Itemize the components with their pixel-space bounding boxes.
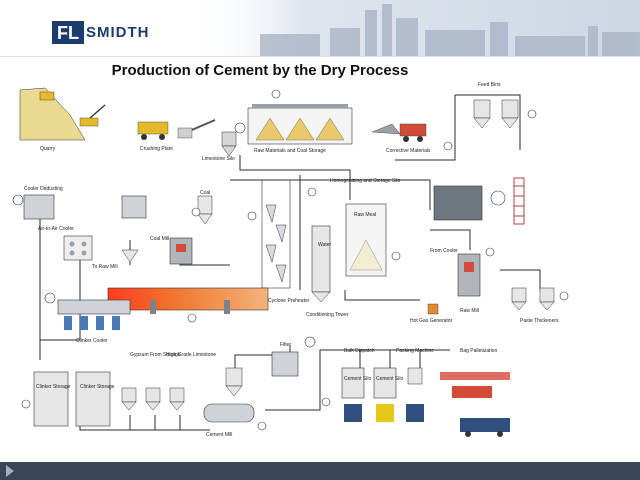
corrective-materials-truck <box>371 123 453 151</box>
label-bulk-dispatch: Bulk Dispatch <box>344 348 375 354</box>
footer-arrow-icon <box>6 465 14 477</box>
cooler-dedusting <box>12 194 55 220</box>
label-air-to-air-cooler: Air-to-Air Cooler <box>38 226 74 232</box>
header-divider <box>0 56 640 57</box>
feed-bins <box>473 99 537 129</box>
diagram-labels: Quarry Crushing Plant Limestone Silo Raw… <box>24 82 559 438</box>
flow-line <box>430 229 471 250</box>
label-clinker-storage-2: Clinker Storage <box>80 384 115 390</box>
label-paste-thickeners: Paste Thickeners <box>520 318 559 324</box>
label-water: Water <box>318 242 331 248</box>
air-to-air-cooler <box>63 235 93 261</box>
label-raw-mill: Raw Mill <box>460 308 479 314</box>
flow-line <box>265 349 450 411</box>
flow-line <box>40 260 81 341</box>
clinker-storage <box>21 371 111 427</box>
conditioning-tower <box>307 187 331 303</box>
label-limestone-silo: Limestone Silo <box>202 156 235 162</box>
label-coal: Coal <box>200 190 210 196</box>
label-gypsum: Gypsum From Storage <box>130 352 181 358</box>
label-crushing-plant: Crushing Plant <box>140 146 173 152</box>
label-from-cooler: From Cooler <box>430 248 458 254</box>
label-quarry: Quarry <box>40 146 56 152</box>
label-high-grade-limestone: High Grade Limestone <box>166 352 216 358</box>
label-homogenizing-silo: Homogenizing and Storage Silo <box>330 178 401 184</box>
footer-bar <box>0 462 640 480</box>
header: FL SMIDTH <box>0 0 640 56</box>
homogenizing-silo <box>345 203 401 277</box>
cyclone-preheater <box>247 179 291 289</box>
coal-mill <box>121 195 213 265</box>
flsmidth-logo: FL SMIDTH <box>52 18 202 46</box>
label-clinker-cooler: Clinker Cooler <box>76 338 108 344</box>
cement-process-diagram: Quarry Crushing Plant Limestone Silo Raw… <box>12 82 569 438</box>
label-hot-gas-generator: Hot Gas Generator <box>410 318 453 324</box>
label-cement-mill: Cement Mill <box>206 432 232 438</box>
label-packing-machine: Packing Machine <box>396 348 434 354</box>
label-coal-mill: Coal Mill <box>150 236 169 242</box>
flow-line <box>234 345 291 370</box>
cement-dispatch <box>341 367 510 437</box>
flow-line <box>455 94 521 150</box>
raw-mill <box>427 177 525 315</box>
flow-line <box>239 155 351 200</box>
logo-mark: FL <box>52 20 84 44</box>
raw-materials-storage <box>247 89 353 145</box>
label-cement-silo-2: Cement Silo <box>376 376 403 382</box>
label-raw-materials-storage: Raw Materials and Coal Storage <box>254 148 326 154</box>
label-raw-meal: Raw Meal <box>354 212 376 218</box>
paste-thickeners <box>511 287 569 311</box>
logo-word: SMIDTH <box>86 23 150 41</box>
label-cyclone-preheater: Cyclone Preheater <box>268 298 310 304</box>
cement-mill <box>203 336 331 431</box>
flow-line <box>230 179 431 210</box>
clinker-cooler <box>57 299 131 330</box>
flow-line <box>500 269 541 290</box>
label-conditioning-tower: Conditioning Tower <box>306 312 349 318</box>
label-cooler-dedusting: Cooler Dedusting <box>24 186 63 192</box>
flow-line <box>344 290 420 301</box>
limestone-silo <box>221 122 246 157</box>
industrial-skyline-image <box>190 0 640 56</box>
label-bag-palletization: Bag Palletization <box>460 348 497 354</box>
label-to-raw-mill: To Raw Mill <box>92 264 118 270</box>
diagram-title: Production of Cement by the Dry Process <box>111 62 409 79</box>
stack-ladder <box>513 177 525 225</box>
flow-line <box>395 95 456 161</box>
rotary-kiln <box>44 287 269 323</box>
quarry-scene <box>19 87 216 141</box>
additive-bins <box>121 387 185 411</box>
label-feed-bins: Feed Bins <box>478 82 501 88</box>
label-clinker-storage-1: Clinker Storage <box>36 384 71 390</box>
label-cement-silo-1: Cement Silo <box>344 376 371 382</box>
label-filter: Filter <box>280 342 291 348</box>
label-corrective-materials: Corrective Materials <box>386 148 431 154</box>
